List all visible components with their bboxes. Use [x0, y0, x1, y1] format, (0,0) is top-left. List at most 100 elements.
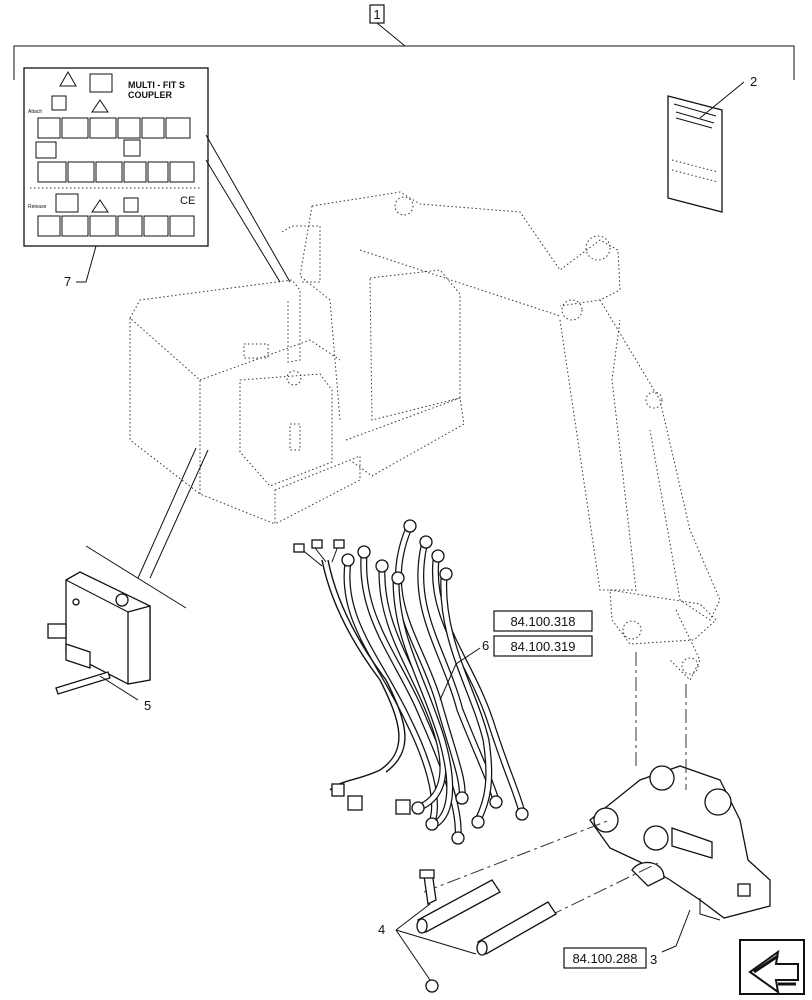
coupler-hook	[631, 861, 665, 887]
machine-tower	[369, 269, 461, 421]
link-pin-b	[681, 657, 699, 675]
valve-section-line	[85, 545, 187, 609]
assembly-callout-group: 1	[13, 4, 795, 80]
coupler-pin-boss-d	[643, 825, 669, 851]
decal-leader-b	[205, 159, 281, 283]
connector-plug-b	[311, 539, 323, 549]
manual-cover	[667, 95, 723, 213]
connector-plug-c	[333, 539, 345, 549]
connector-plug-a	[293, 543, 305, 553]
coupler-lock-boss	[737, 883, 751, 897]
machine-cab-block	[239, 373, 333, 487]
harness-leader	[439, 647, 481, 701]
decal-attach-label: Attach	[28, 109, 42, 115]
electrical-loom-b	[327, 559, 406, 773]
valve-body-edge	[65, 579, 129, 613]
decal-release-row	[37, 215, 195, 237]
decal-attach-row2	[37, 161, 195, 183]
valve-leader-callout	[99, 675, 139, 701]
coupler-pin-b-end	[476, 940, 488, 956]
connector-plug-f	[395, 799, 411, 815]
coupler-pin-b	[477, 901, 557, 955]
quick-coupler[interactable]	[589, 765, 771, 953]
machine-tower-base	[345, 397, 465, 477]
valve-bolt	[55, 671, 111, 695]
ref-84-100-288-box[interactable]	[563, 947, 647, 969]
valve-port-a	[72, 598, 80, 606]
ref-84-100-318[interactable]: 84.100.318	[510, 614, 575, 629]
assembly-leader-line	[376, 22, 406, 47]
retaining-bolt-head	[419, 869, 435, 879]
manual-book-icon	[89, 73, 113, 93]
electrical-loom	[321, 559, 400, 791]
valve-leader-b	[149, 449, 209, 579]
warning-triangle-icon	[59, 70, 77, 87]
dipper-arm-b	[599, 299, 721, 621]
coupler-lower-edge	[699, 898, 721, 921]
lock-icon	[123, 139, 141, 157]
machine-base-right	[274, 455, 361, 525]
coupler-pin-boss-b	[704, 788, 732, 816]
valve-connector	[47, 623, 67, 639]
ref-84-100-319[interactable]: 84.100.319	[510, 639, 575, 654]
decal-leader-a	[205, 134, 291, 283]
callout-4[interactable]: 4	[378, 922, 385, 937]
boom-pin-b	[561, 299, 583, 321]
machine-counterweight-top	[129, 279, 301, 363]
valve-fitting-top	[115, 593, 129, 607]
assembly-callout-label: 1	[373, 7, 380, 22]
boom-lower-edge	[299, 205, 561, 421]
boom-pin-a	[394, 196, 414, 216]
callout-6[interactable]: 6	[482, 638, 489, 653]
machine-body-left	[129, 318, 276, 525]
machine-upper-block	[281, 225, 321, 283]
navigation-arrow-icon[interactable]	[739, 939, 805, 995]
decal-ce-mark: CE	[180, 195, 195, 207]
reference-boxes: 84.100.318 84.100.319 84.100.288	[493, 610, 647, 969]
arm-pin-a	[645, 391, 663, 409]
decal-small-icon-d	[123, 197, 139, 213]
warning-triangle-icon	[91, 199, 109, 213]
operator-manual[interactable]	[667, 95, 723, 213]
ref-84-100-318-box[interactable]	[493, 610, 593, 632]
warning-triangle-icon	[91, 99, 109, 113]
manual-cover-text	[673, 103, 717, 129]
connector-plug-e	[347, 795, 363, 811]
decal-small-icon-b	[35, 141, 57, 159]
ref-84-100-288[interactable]: 84.100.288	[572, 951, 637, 966]
callout-2[interactable]: 2	[750, 74, 757, 89]
hose-fittings	[341, 519, 529, 845]
decal-attach-row1	[37, 117, 191, 139]
bucket-link	[669, 609, 701, 681]
pin-and-bolt-set[interactable]	[395, 869, 557, 993]
coupler-pin-a-end	[416, 918, 428, 934]
ref-84-100-319-box[interactable]	[493, 635, 593, 657]
callout-5[interactable]: 5	[144, 698, 151, 713]
coupler-leader	[661, 909, 691, 953]
coupler-decal[interactable]: MULTI - FIT S COUPLER Attach Release CE	[23, 67, 209, 247]
decal-title-line2: COUPLER	[128, 90, 173, 100]
machine-filler-cap	[286, 370, 302, 386]
connector-plug-d	[331, 783, 345, 797]
decal-small-icon-c	[55, 193, 79, 213]
decal-release-label: Release	[28, 204, 47, 210]
pins-leader-lines	[395, 903, 477, 981]
decal-title-line1: MULTI - FIT S	[128, 80, 185, 90]
link-bracket	[609, 589, 717, 645]
link-pin-a	[622, 620, 642, 640]
coupler-latch	[671, 827, 713, 859]
retaining-nut	[425, 979, 439, 993]
coupler-pin-boss-c	[593, 807, 619, 833]
boom-upper-edge	[311, 191, 621, 307]
callout-3[interactable]: 3	[650, 952, 657, 967]
hose-harness[interactable]	[293, 519, 529, 845]
callout-7[interactable]: 7	[64, 274, 71, 289]
solenoid-valve[interactable]	[47, 571, 151, 701]
callout-2-leader	[699, 81, 745, 119]
coupler-pin-boss-a	[649, 765, 675, 791]
valve-body-side	[127, 605, 151, 685]
excavator-outline	[129, 191, 721, 681]
assembly-bracket-line	[13, 45, 795, 80]
decal-small-icon-a	[51, 95, 67, 111]
